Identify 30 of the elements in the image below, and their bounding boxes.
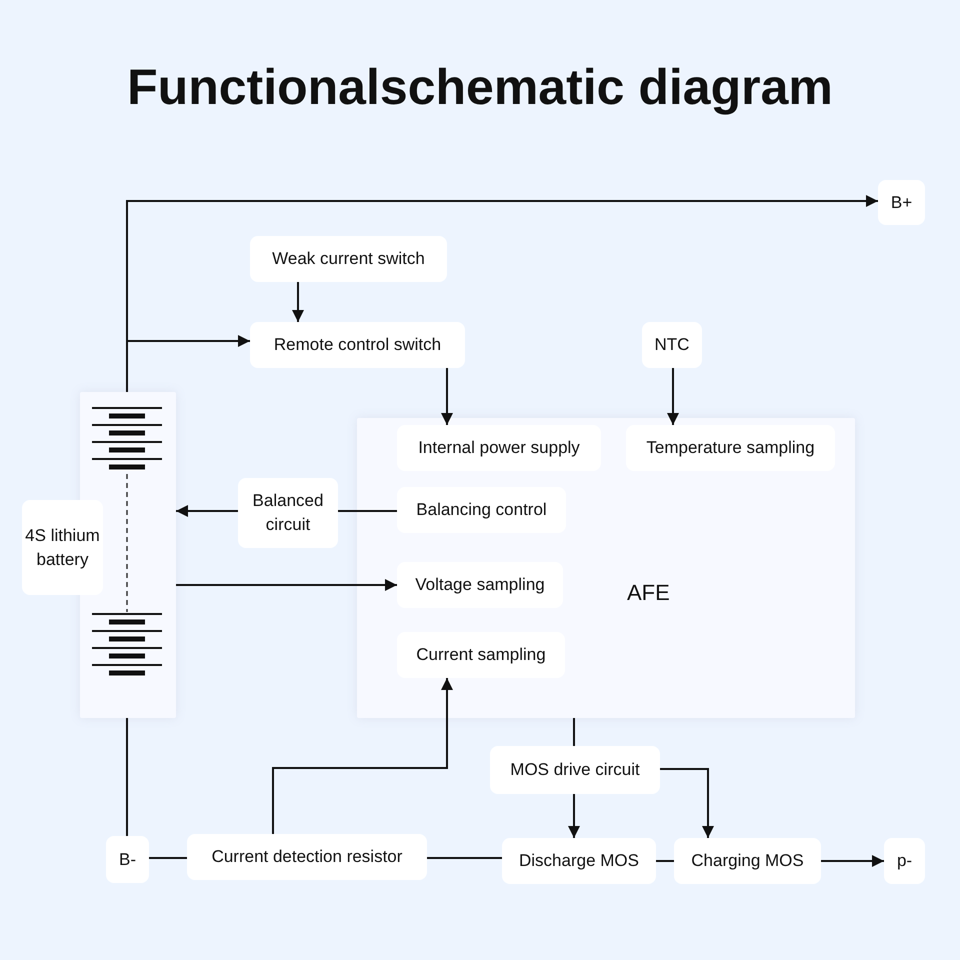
connector-arrow (176, 505, 238, 517)
label-box: Balancing control (397, 487, 566, 533)
label-box: B+ (878, 180, 925, 225)
label-box: Remote control switch (250, 322, 465, 368)
label-box: Current sampling (397, 632, 565, 678)
connector-arrow (272, 678, 453, 834)
connector-arrow (126, 335, 250, 392)
block-title: AFE (627, 579, 670, 607)
connector-arrow (176, 579, 397, 591)
diagram-title: Functionalschematic diagram (126, 58, 834, 116)
connector-arrow (821, 855, 884, 867)
label-box: 4S lithium battery (22, 500, 103, 595)
connector-arrow (660, 768, 714, 838)
afe-panel (357, 418, 855, 718)
connector-arrow (292, 282, 304, 322)
connector-arrow (441, 368, 453, 425)
label-box: NTC (642, 322, 702, 368)
label-box: Temperature sampling (626, 425, 835, 471)
label-box: Charging MOS (674, 838, 821, 884)
label-box: MOS drive circuit (490, 746, 660, 794)
label-box: B- (106, 836, 149, 883)
label-box: Balanced circuit (238, 478, 338, 548)
label-box: Current detection resistor (187, 834, 427, 880)
connector-arrow (568, 794, 580, 838)
label-box: p- (884, 838, 925, 884)
label-box: Voltage sampling (397, 562, 563, 608)
label-box: Internal power supply (397, 425, 601, 471)
label-box: Discharge MOS (502, 838, 656, 884)
connector-arrow (667, 368, 679, 425)
label-box: Weak current switch (250, 236, 447, 282)
